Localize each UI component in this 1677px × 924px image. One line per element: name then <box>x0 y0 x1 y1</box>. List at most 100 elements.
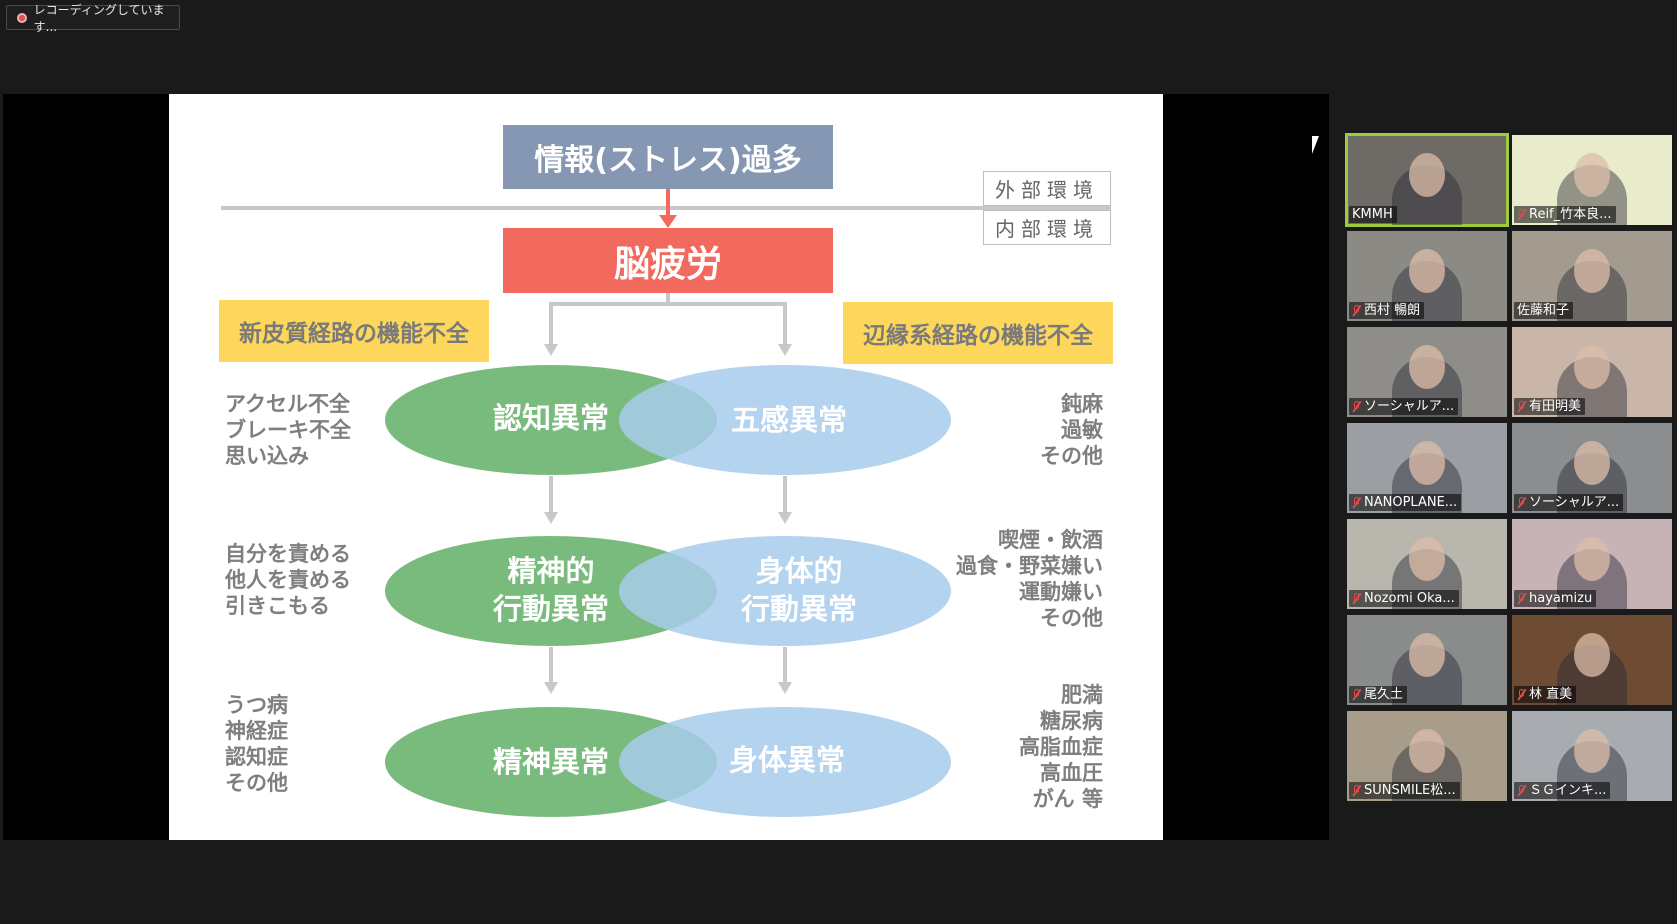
list-item: 自分を責める <box>225 542 351 566</box>
participant-name-label: ＳＧインキ... <box>1514 782 1611 799</box>
senses-oval <box>619 365 951 475</box>
participant-name: Reif_竹本良... <box>1529 207 1612 222</box>
screen-share-area: 情報(ストレス)過多 外部環境 内部環境 脳疲労 新皮質経路の機能不全 辺縁系経… <box>3 94 1329 840</box>
branch-connector <box>549 293 670 346</box>
participant-tile[interactable]: ＳＧインキ... <box>1512 711 1672 801</box>
list-item: アクセル不全 <box>225 392 350 416</box>
list-item: 喫煙・飲酒 <box>998 528 1103 552</box>
participant-name: 林 直美 <box>1529 687 1573 702</box>
internal-environment-label: 内部環境 <box>983 210 1111 245</box>
participant-head <box>1409 345 1445 389</box>
participant-head <box>1409 729 1445 773</box>
list-item: その他 <box>1040 444 1103 468</box>
participant-name: 西村 暢朗 <box>1364 303 1421 318</box>
participant-head <box>1409 537 1445 581</box>
presentation-slide: 情報(ストレス)過多 外部環境 内部環境 脳疲労 新皮質経路の機能不全 辺縁系経… <box>169 94 1163 840</box>
participant-tile[interactable]: 尾久土 <box>1347 615 1507 705</box>
arrow-head <box>778 682 792 694</box>
participant-head <box>1574 537 1610 581</box>
participant-tile[interactable]: 佐藤和子 <box>1512 231 1672 321</box>
stress-arrow-head <box>659 215 677 228</box>
list-item: 運動嫌い <box>1019 580 1103 604</box>
record-icon <box>17 12 27 23</box>
participant-tile[interactable]: hayamizu <box>1512 519 1672 609</box>
mic-muted-icon <box>1352 497 1361 508</box>
participant-name-label: ソーシャルア... <box>1349 398 1459 415</box>
arrow-head <box>544 512 558 524</box>
participant-tile[interactable]: 西村 暢朗 <box>1347 231 1507 321</box>
external-environment-label: 外部環境 <box>983 171 1111 206</box>
label-line: 行動異常 <box>492 592 609 626</box>
row2-right-list: 喫煙・飲酒 過食・野菜嫌い 運動嫌い その他 <box>956 527 1103 631</box>
participant-name-label: 有田明美 <box>1514 398 1586 415</box>
mic-muted-icon <box>1352 401 1361 412</box>
recording-indicator[interactable]: レコーディングしています... <box>6 3 180 34</box>
participant-tile[interactable]: Nozomi Oka... <box>1347 519 1507 609</box>
list-item: 過敏 <box>1061 418 1103 442</box>
participant-name: 有田明美 <box>1529 399 1582 414</box>
participant-name-label: ソーシャルア... <box>1514 494 1624 511</box>
participant-name-label: Reif_竹本良... <box>1514 206 1616 223</box>
physical-behavior-oval <box>619 536 951 646</box>
neocortex-header: 新皮質経路の機能不全 <box>219 300 489 362</box>
participant-tile[interactable]: ソーシャルア... <box>1512 423 1672 513</box>
information-overload-box: 情報(ストレス)過多 <box>503 125 833 189</box>
mental-disorder-label: 精神異常 <box>492 745 609 779</box>
cognitive-oval <box>385 365 717 475</box>
label-line: 精神的 <box>507 554 595 588</box>
list-item: 鈍麻 <box>1061 392 1103 416</box>
arrow-head <box>778 344 792 356</box>
participant-name-label: 尾久土 <box>1349 686 1408 703</box>
participant-head <box>1574 153 1610 197</box>
limbic-header: 辺縁系経路の機能不全 <box>843 302 1113 364</box>
mic-muted-icon <box>1352 785 1361 796</box>
participant-tile[interactable]: SUNSMILE松... <box>1347 711 1507 801</box>
arrow-head <box>544 344 558 356</box>
list-item: 過食・野菜嫌い <box>956 554 1103 578</box>
participant-head <box>1409 441 1445 485</box>
participant-name: SUNSMILE松... <box>1364 783 1456 798</box>
label-line: 身体的 <box>755 554 843 588</box>
participant-head <box>1409 633 1445 677</box>
senses-label: 五感異常 <box>730 403 847 437</box>
participant-name: 佐藤和子 <box>1517 303 1570 318</box>
participant-tile[interactable]: KMMH <box>1345 133 1509 227</box>
participant-tile[interactable]: Reif_竹本良... <box>1512 135 1672 225</box>
mic-muted-icon <box>1352 593 1361 604</box>
participant-name: hayamizu <box>1529 591 1593 606</box>
row3-right-list: 肥満 糖尿病 高脂血症 高血圧 がん 等 <box>1019 682 1103 812</box>
participant-name-label: hayamizu <box>1514 590 1597 607</box>
participant-name-label: 佐藤和子 <box>1514 302 1574 319</box>
participant-tile[interactable]: NANOPLANE... <box>1347 423 1507 513</box>
physical-disorder-oval <box>619 707 951 817</box>
mic-muted-icon <box>1517 401 1526 412</box>
row3-left-list: うつ病 神経症 認知症 その他 <box>225 692 288 796</box>
list-item: がん 等 <box>1032 787 1103 811</box>
participant-name: ソーシャルア... <box>1364 399 1455 414</box>
mic-muted-icon <box>1517 785 1526 796</box>
participant-name: ソーシャルア... <box>1529 495 1620 510</box>
slide-graphics <box>221 189 1111 817</box>
participant-head <box>1574 441 1610 485</box>
mic-muted-icon <box>1517 497 1526 508</box>
row2-left-list: 自分を責める 他人を責める 引きこもる <box>225 541 351 619</box>
participant-head <box>1574 249 1610 293</box>
list-item: 他人を責める <box>225 568 351 592</box>
list-item: 思い込み <box>225 444 309 468</box>
row1-left-list: アクセル不全 ブレーキ不全 思い込み <box>225 391 351 469</box>
list-item: 高血圧 <box>1040 761 1103 785</box>
participant-tile[interactable]: 林 直美 <box>1512 615 1672 705</box>
participant-name: KMMH <box>1352 207 1393 222</box>
participant-tile[interactable]: ソーシャルア... <box>1347 327 1507 417</box>
participant-name: 尾久土 <box>1364 687 1404 702</box>
cognitive-label: 認知異常 <box>492 401 609 435</box>
participant-tile[interactable]: 有田明美 <box>1512 327 1672 417</box>
list-item: ブレーキ不全 <box>225 418 351 442</box>
participant-name: NANOPLANE... <box>1364 495 1458 510</box>
arrow-head <box>544 682 558 694</box>
mic-muted-icon <box>1517 209 1526 220</box>
participant-name-label: 西村 暢朗 <box>1349 302 1425 319</box>
list-item: 糖尿病 <box>1040 709 1103 733</box>
participant-head <box>1409 249 1445 293</box>
participant-name-label: KMMH <box>1349 206 1397 223</box>
